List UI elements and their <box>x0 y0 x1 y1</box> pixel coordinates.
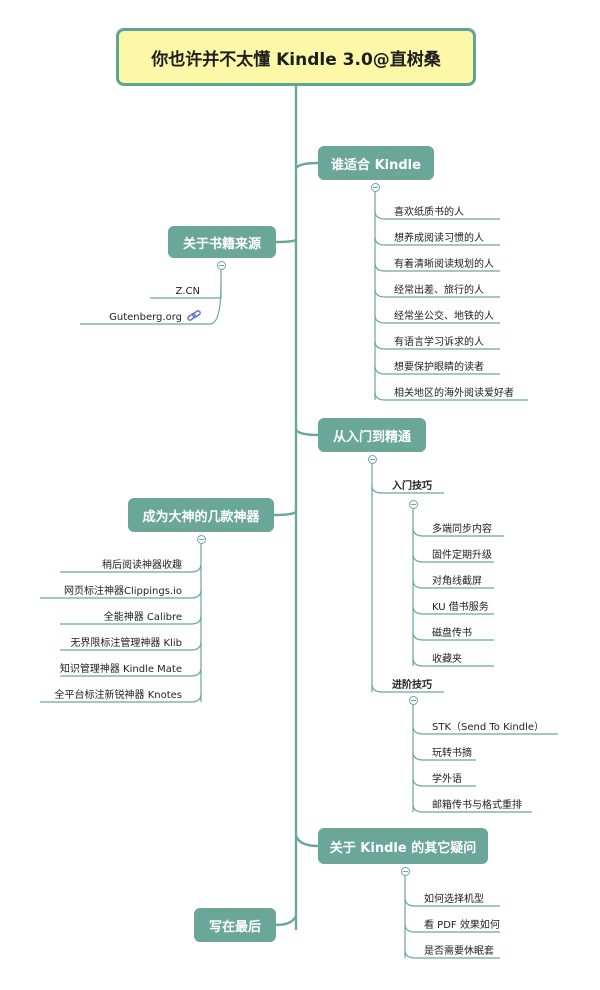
collapse-toggle-basic[interactable] <box>409 500 418 509</box>
subtopic-advanced-skills[interactable]: 进阶技巧 <box>392 680 432 691</box>
topic-power-tools[interactable]: 成为大神的几款神器 <box>128 498 274 532</box>
collapse-toggle-other[interactable] <box>401 867 410 876</box>
connector-line <box>294 835 319 848</box>
leaf-basic-4[interactable]: KU 借书服务 <box>432 602 489 613</box>
connector-line <box>412 751 476 761</box>
connector-line <box>80 283 222 325</box>
connector-line <box>275 915 298 927</box>
topic-book-sources[interactable]: 关于书籍来源 <box>168 226 276 258</box>
connector-line <box>40 693 202 703</box>
connector-line <box>60 641 202 651</box>
connector-line <box>374 262 500 272</box>
root-topic[interactable]: 你也许并不太懂 Kindle 3.0@直树桑 <box>116 28 476 86</box>
connector-line <box>60 563 202 573</box>
collapse-toggle-advanced[interactable] <box>409 696 418 705</box>
collapse-toggle-tools[interactable] <box>197 535 206 544</box>
collapse-toggle-learn[interactable] <box>368 455 377 464</box>
leaf-advanced-2[interactable]: 玩转书摘 <box>432 748 472 759</box>
topic-who-suits-kindle[interactable]: 谁适合 Kindle <box>318 146 434 180</box>
leaf-who-4[interactable]: 经常出差、旅行的人 <box>394 285 484 296</box>
topic-other-questions[interactable]: 关于 Kindle 的其它疑问 <box>318 828 488 864</box>
leaf-who-8[interactable]: 相关地区的海外阅读爱好者 <box>394 388 514 399</box>
connector-line <box>412 803 532 813</box>
connector-line <box>412 605 494 615</box>
leaf-source-gutenberg[interactable]: Gutenberg.org <box>109 312 182 323</box>
topic-from-beginner-to-expert[interactable]: 从入门到精通 <box>318 418 426 452</box>
connector-line <box>412 657 494 667</box>
connector-line <box>412 777 476 787</box>
connector-line <box>404 949 500 959</box>
leaf-other-3[interactable]: 是否需要休眠套 <box>424 946 494 957</box>
connector-line <box>412 527 504 537</box>
topic-final-words[interactable]: 写在最后 <box>194 908 276 942</box>
leaf-basic-2[interactable]: 固件定期升级 <box>432 550 492 561</box>
connector-line <box>60 667 202 677</box>
leaf-basic-1[interactable]: 多端同步内容 <box>432 524 492 535</box>
collapse-toggle-who[interactable] <box>371 183 380 192</box>
leaf-who-3[interactable]: 有着清晰阅读规划的人 <box>394 259 494 270</box>
subtopic-basic-skills[interactable]: 入门技巧 <box>392 481 432 492</box>
leaf-tool-5[interactable]: 知识管理神器 Kindle Mate <box>59 664 182 675</box>
leaf-advanced-1[interactable]: STK（Send To Kindle） <box>432 722 545 733</box>
connector-line <box>374 314 500 324</box>
connector-line <box>412 631 494 641</box>
leaf-advanced-4[interactable]: 邮箱传书与格式重排 <box>432 800 522 811</box>
leaf-who-2[interactable]: 想养成阅读习惯的人 <box>394 233 484 244</box>
link-icon[interactable] <box>186 309 202 323</box>
leaf-basic-3[interactable]: 对角线截屏 <box>432 576 482 587</box>
connector-line <box>60 615 202 625</box>
connector-line <box>371 485 444 494</box>
leaf-tool-4[interactable]: 无界限标注管理神器 Klib <box>70 638 182 649</box>
connector-line <box>404 897 500 907</box>
connector-line <box>412 725 558 735</box>
leaf-advanced-3[interactable]: 学外语 <box>432 774 462 785</box>
leaf-tool-1[interactable]: 稍后阅读神器收趣 <box>102 560 182 571</box>
connector-line <box>374 340 500 350</box>
connector-line <box>374 391 528 401</box>
leaf-tool-2[interactable]: 网页标注神器Clippings.io <box>64 586 182 597</box>
collapse-toggle-sources[interactable] <box>217 261 226 270</box>
connector-line <box>412 553 494 563</box>
connector-line <box>374 210 500 220</box>
leaf-who-5[interactable]: 经常坐公交、地铁的人 <box>394 311 494 322</box>
leaf-who-1[interactable]: 喜欢纸质书的人 <box>394 207 464 218</box>
connector-line <box>371 683 444 693</box>
connector-line <box>295 429 319 437</box>
connector-line <box>273 510 297 517</box>
leaf-other-1[interactable]: 如何选择机型 <box>424 894 484 905</box>
leaf-basic-6[interactable]: 收藏夹 <box>432 654 462 665</box>
connector-line <box>412 579 494 589</box>
connector-line <box>374 365 500 375</box>
connector-line <box>295 161 319 169</box>
connector-line <box>40 589 202 599</box>
leaf-tool-3[interactable]: 全能神器 Calibre <box>103 612 182 623</box>
leaf-tool-6[interactable]: 全平台标注新锐神器 Knotes <box>54 690 182 701</box>
leaf-who-6[interactable]: 有语言学习诉求的人 <box>394 337 484 348</box>
leaf-source-zcn[interactable]: Z.CN <box>175 286 201 297</box>
connector-line <box>275 238 297 244</box>
leaf-who-7[interactable]: 想要保护眼睛的读者 <box>394 362 484 373</box>
connector-line <box>374 288 500 298</box>
connector-line <box>374 236 500 246</box>
leaf-basic-5[interactable]: 磁盘传书 <box>432 628 472 639</box>
leaf-other-2[interactable]: 看 PDF 效果如何 <box>424 920 500 931</box>
connector-line <box>404 923 500 933</box>
